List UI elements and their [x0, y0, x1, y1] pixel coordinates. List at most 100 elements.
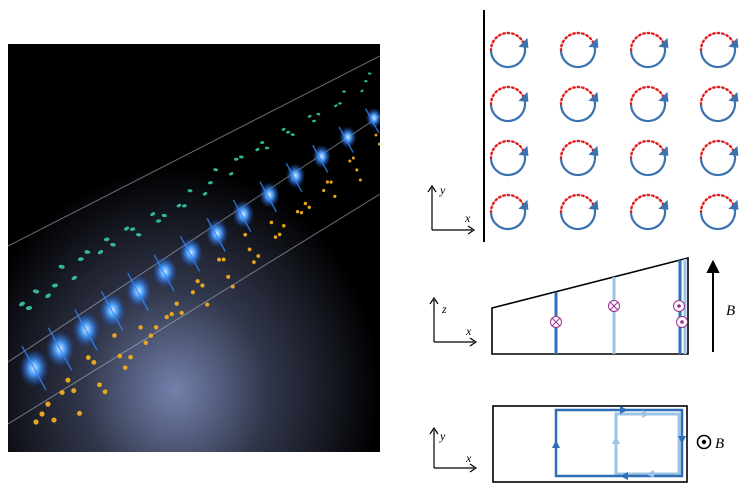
field-out-of-page-symbol [696, 434, 712, 450]
core-spin-axis [74, 309, 98, 351]
orange-spin [102, 389, 108, 395]
orbit-arrowhead [588, 37, 599, 48]
orbit-arrowhead [728, 91, 739, 102]
field-arrow [706, 259, 720, 352]
orbit [489, 85, 529, 123]
teal-spin [213, 168, 219, 172]
out-of-page-marker [676, 316, 688, 328]
orange-spin [122, 365, 128, 370]
orbit-solid-arc [489, 42, 527, 69]
orbit-arrowhead [588, 91, 599, 102]
orange-spin [112, 333, 117, 338]
orange-spin [322, 188, 326, 193]
core-spin-blob [152, 256, 178, 288]
core-spin-chain [19, 107, 380, 391]
orbit [489, 139, 529, 177]
orbit-dotted-arc [699, 139, 735, 160]
orange-spin [138, 325, 143, 330]
orbit-solid-arc [629, 96, 667, 123]
lower-spin-chain [33, 133, 380, 425]
teal-spin [110, 242, 116, 247]
teal-spin [84, 250, 91, 254]
top-axis-x-label: x [465, 451, 472, 465]
orbit-arrowhead [658, 199, 669, 210]
orbit [489, 31, 529, 69]
orbit [629, 193, 669, 231]
orbit-solid-arc [699, 96, 737, 123]
teal-spin [97, 250, 104, 255]
teal-spin [176, 203, 182, 208]
teal-spin [229, 172, 234, 176]
teal-spin [187, 189, 193, 193]
teal-spin [58, 264, 65, 269]
orange-spin [226, 274, 231, 279]
orange-spin [281, 224, 286, 228]
orange-spin [190, 290, 195, 295]
core-spin-axis [259, 181, 278, 213]
orbit [699, 139, 739, 177]
into-page-marker [608, 300, 620, 312]
teal-spin [71, 275, 78, 281]
orange-spin [45, 401, 51, 407]
orange-spin [247, 247, 252, 252]
teal-spin [207, 181, 213, 185]
orbit-dotted-arc [559, 193, 595, 214]
orbit-arrowhead [728, 199, 739, 210]
core-spin-blob [179, 237, 203, 268]
field-diagrams: y x B [427, 10, 739, 483]
orange-spin [91, 359, 97, 365]
orbit-solid-arc [629, 150, 667, 177]
orbit-dotted-arc [629, 85, 665, 106]
orbit-solid-arc [489, 204, 527, 231]
orbit-solid-arc [559, 96, 597, 123]
orbit-arrowhead [728, 145, 739, 156]
orange-spin [252, 260, 256, 264]
orange-spin [205, 302, 210, 307]
orbit-arrowhead [658, 91, 669, 102]
teal-spin [360, 89, 364, 93]
teal-spin [161, 213, 167, 218]
teal-spin [135, 233, 142, 237]
orbit-solid-arc [489, 150, 527, 177]
teal-spin [51, 283, 58, 288]
orbit-solid-arc [699, 42, 737, 69]
core-spin-blob [285, 163, 306, 189]
core-spin-axis [47, 327, 73, 371]
orbit-arrowhead [658, 145, 669, 156]
teal-spin [32, 289, 40, 294]
orbit-panel: y x [427, 10, 739, 242]
orange-spin [307, 205, 312, 210]
orange-spin [85, 355, 91, 360]
teal-spin [45, 293, 51, 299]
orbit [699, 193, 739, 231]
field-label-side: B [726, 303, 735, 319]
orbit-dotted-arc [699, 193, 735, 214]
orbit [559, 139, 599, 177]
field-label-top: B [715, 436, 724, 452]
orbit-arrowhead [518, 199, 529, 210]
orange-spin [217, 257, 222, 262]
core-spin-axis [100, 290, 124, 331]
into-page-marker [550, 316, 562, 328]
teal-spin [25, 305, 33, 311]
wedge-outline [491, 256, 689, 355]
teal-spin [367, 72, 372, 75]
teal-spin [260, 141, 265, 144]
teal-spin [342, 90, 346, 93]
teal-spin [129, 227, 136, 231]
orange-spin [374, 133, 378, 137]
orbit-grid [489, 31, 739, 231]
teal-spin [202, 192, 208, 196]
orbit-arrowhead [588, 145, 599, 156]
orange-spin [169, 311, 174, 317]
orange-spin [148, 333, 154, 338]
core-spin-axis [232, 199, 252, 233]
orbit-solid-arc [559, 150, 597, 177]
helical-spin-render [8, 44, 380, 452]
orange-spin [117, 353, 123, 359]
orange-spin [71, 388, 77, 394]
orange-spin [299, 210, 304, 215]
core-spin-axis [312, 144, 329, 173]
orbit-solid-arc [629, 42, 667, 69]
core-spin-blob [312, 144, 331, 169]
